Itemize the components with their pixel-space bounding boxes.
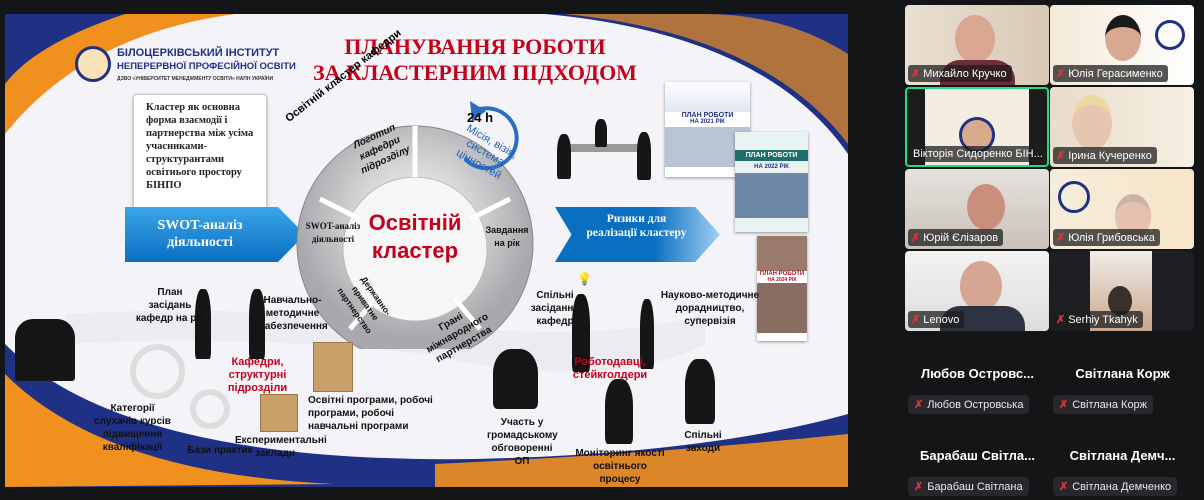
cluster-definition-box: Кластер як основна форма взаємодії і пар… xyxy=(133,94,267,212)
participant-name-badge[interactable]: ✗Барабаш Світлана xyxy=(908,477,1029,496)
mic-muted-icon: ✗ xyxy=(914,481,924,493)
participant-name-badge[interactable]: ✗Світлана Демченко xyxy=(1053,477,1178,496)
participant-name-badge: ✗Юлія Герасименко xyxy=(1053,65,1168,82)
mic-muted-icon: ✗ xyxy=(911,232,921,244)
person-silhouette xyxy=(637,132,651,180)
person-silhouette xyxy=(640,299,654,369)
participant-video-tile[interactable]: ✗Lenovo xyxy=(905,251,1049,331)
person-silhouette xyxy=(557,134,571,179)
label-practice: Бази практик xyxy=(187,445,253,456)
cluster-center-title: Освітній кластер xyxy=(360,209,470,265)
mic-muted-icon: ✗ xyxy=(1056,232,1066,244)
participant-display-name: Світлана Демч... xyxy=(1069,448,1176,463)
label-joint-events: Спільні заходи xyxy=(684,430,722,454)
left-group-title: Кафедри, структурні підрозділи xyxy=(227,356,288,394)
participant-name-badge: ✗Юрій Єлізаров xyxy=(908,229,1004,246)
title-line1: ПЛАНУВАННЯ РОБОТИ xyxy=(344,34,606,59)
center-line1: Освітній xyxy=(368,210,462,235)
participant-video-tile[interactable]: ✗Serhiy Tkahyk xyxy=(1050,251,1194,331)
cycle-24h-label: 24 h xyxy=(467,110,494,125)
person-silhouette xyxy=(249,289,265,359)
participant-name-badge: ✗Ірина Кучеренко xyxy=(1053,147,1157,164)
participant-display-name: Любов Островс... xyxy=(921,366,1034,381)
mic-muted-icon: ✗ xyxy=(911,68,921,80)
mic-muted-icon: ✗ xyxy=(1059,481,1069,493)
title-line2: ЗА КЛАСТЕРНИМ ПІДХОДОМ xyxy=(313,60,637,85)
participant-name-badge: ✗Serhiy Tkahyk xyxy=(1053,311,1143,328)
label-experimental: Експериментальні заклади xyxy=(235,435,327,459)
risks-arrow: Ризики для реалізації кластеру xyxy=(555,207,720,262)
box-icon xyxy=(260,394,298,432)
people-group-silhouette xyxy=(493,349,538,409)
mic-muted-icon: ✗ xyxy=(1056,68,1066,80)
label-methodical: Навчально-методичне забезпечення xyxy=(260,295,328,332)
label-programs: Освітні програми, робочі програми, робоч… xyxy=(308,395,433,432)
mic-muted-icon: ✗ xyxy=(911,314,921,326)
lightbulb-icon: 💡 xyxy=(577,272,592,286)
participant-name-badge[interactable]: ✗Любов Островська xyxy=(908,395,1030,414)
meeting-table-image xyxy=(565,144,645,152)
swot-arrow: SWOT-аналіз діяльності xyxy=(125,207,305,262)
participant-video-tile-active-speaker[interactable]: Вікторія Сидоренко БІН... xyxy=(905,87,1049,167)
mic-muted-icon: ✗ xyxy=(1059,399,1069,411)
participant-name-badge: ✗Юлія Грибовська xyxy=(1053,229,1160,246)
people-group-silhouette xyxy=(15,319,75,381)
plan-document-2024: ПЛАН РОБОТИ НА 2024 РІК xyxy=(757,236,807,341)
label-consulting: Науково-методичне дорадництво, супервізі… xyxy=(660,290,760,327)
segment-swot: SWOT-аналіз діяльності xyxy=(305,221,361,244)
participant-display-name: Барабаш Світла... xyxy=(920,448,1035,463)
participant-name-badge[interactable]: ✗Світлана Корж xyxy=(1053,395,1154,414)
participant-video-tile[interactable]: ✗Юрій Єлізаров xyxy=(905,169,1049,249)
participant-display-name: Світлана Корж xyxy=(1075,366,1170,381)
participant-name-badge: ✗Lenovo xyxy=(908,311,965,328)
participant-name-badge: Вікторія Сидоренко БІН... xyxy=(910,146,1047,162)
mic-muted-icon: ✗ xyxy=(1056,314,1066,326)
participant-video-tile[interactable]: ✗Ірина Кучеренко xyxy=(1050,87,1194,167)
plan-document-2022: ПЛАН РОБОТИ НА 2022 РІК xyxy=(735,132,808,232)
label-public-discussion: Участь у громадському обговоренні ОП xyxy=(487,417,558,467)
boxes-icon xyxy=(313,342,353,392)
people-group-silhouette xyxy=(605,379,633,444)
label-joint-meetings: Спільні засідання кафедр xyxy=(530,290,580,327)
participant-name-badge: ✗Михайло Кручко xyxy=(908,65,1012,82)
cluster-cycle-diagram xyxy=(296,101,534,349)
mic-muted-icon: ✗ xyxy=(1056,150,1066,162)
participant-video-tile[interactable]: ✗Михайло Кручко xyxy=(905,5,1049,85)
institute-line1: БІЛОЦЕРКІВСЬКИЙ ІНСТИТУТ xyxy=(117,47,280,59)
participant-video-tile[interactable]: ✗Юлія Грибовська xyxy=(1050,169,1194,249)
institute-logo xyxy=(75,46,111,82)
person-silhouette xyxy=(572,294,590,372)
mic-muted-icon: ✗ xyxy=(914,399,924,411)
person-silhouette xyxy=(595,119,607,147)
person-silhouette xyxy=(195,289,211,359)
institute-name: БІЛОЦЕРКІВСЬКИЙ ІНСТИТУТ НЕПЕРЕРВНОЇ ПРО… xyxy=(117,47,296,86)
label-monitoring: Моніторинг якості освітнього процесу xyxy=(575,448,665,485)
segment-tasks: Завдання на рік xyxy=(485,225,529,248)
people-group-silhouette xyxy=(685,359,715,424)
slide-title: ПЛАНУВАННЯ РОБОТИ ЗА КЛАСТЕРНИМ ПІДХОДОМ xyxy=(305,34,645,86)
institute-line3: ДЗВО «УНІВЕРСИТЕТ МЕНЕДЖМЕНТУ ОСВІТИ» НА… xyxy=(117,76,274,82)
center-line2: кластер xyxy=(371,238,459,263)
label-plan: План засідань кафедр на рік xyxy=(135,287,205,324)
label-categories: Категорії слухачів курсів підвищення ква… xyxy=(94,403,171,453)
institute-line2: НЕПЕРЕРВНОЇ ПРОФЕСІЙНОЇ ОСВІТИ xyxy=(117,61,296,72)
participant-video-tile[interactable]: ✗Юлія Герасименко xyxy=(1050,5,1194,85)
cycle-icon xyxy=(190,389,230,429)
gears-icon xyxy=(130,344,185,399)
right-group-title: Роботодавці, стейкголдери xyxy=(572,356,648,381)
shared-screen-slide: БІЛОЦЕРКІВСЬКИЙ ІНСТИТУТ НЕПЕРЕРВНОЇ ПРО… xyxy=(5,14,848,487)
